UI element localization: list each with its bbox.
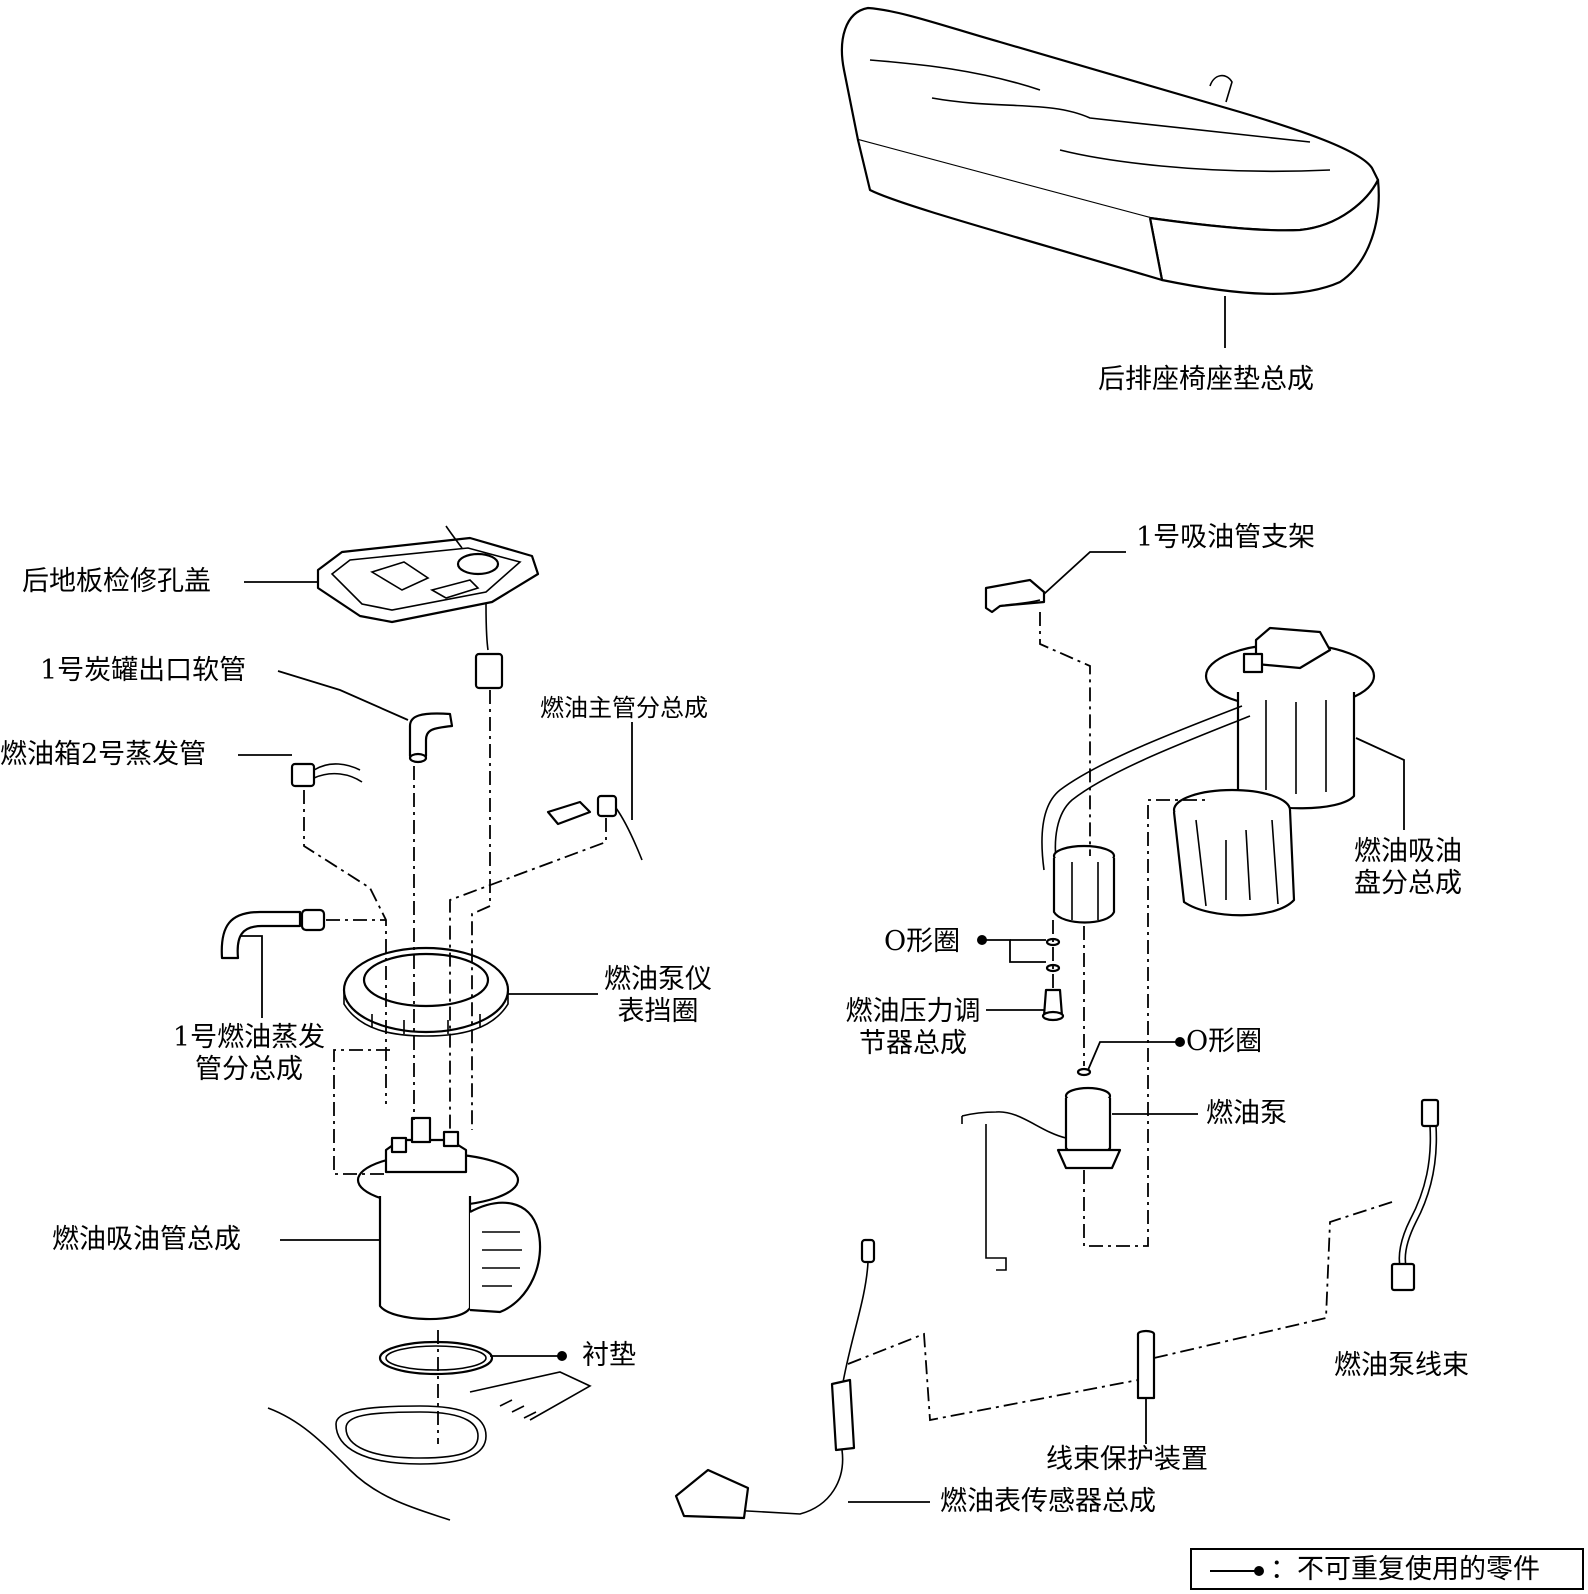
- service-hole-cover-drawing: [316, 525, 540, 690]
- vapor-tube-connector-drawing: [290, 762, 363, 788]
- pressure-regulator-drawing: [1041, 937, 1092, 1077]
- legend-box: ：不可重复使用的零件: [1190, 1548, 1584, 1590]
- fuel-suction-plate-drawing: [1204, 626, 1376, 810]
- non-reusable-part-symbol: [1210, 1566, 1264, 1576]
- label-fuel-pump: 燃油泵: [1206, 1098, 1287, 1129]
- suction-tube-support-drawing: [984, 578, 1046, 614]
- assembly-lines-left: [303, 690, 607, 1444]
- legend-text: ：不可重复使用的零件: [1270, 1554, 1540, 1585]
- assembly-lines-right: [847, 612, 1393, 1422]
- label-fuel-pump-harness: 燃油泵线束: [1334, 1350, 1469, 1381]
- fuel-main-tube-drawing: [546, 794, 643, 861]
- label-harness-protector: 线束保护装置: [1046, 1444, 1208, 1475]
- label-fuel-suction-plate-sub-assy: 燃油吸油盘分总成: [1354, 836, 1462, 899]
- fuel-sender-gauge-drawing: [674, 1238, 876, 1520]
- leader-lines: [238, 551, 1405, 1503]
- label-gasket: 衬垫: [582, 1340, 636, 1371]
- gasket-drawing: [378, 1340, 494, 1376]
- label-rear-seat-cushion: 后排座椅座垫总成: [1098, 364, 1314, 395]
- label-fuel-sender-gauge-assy: 燃油表传感器总成: [940, 1486, 1156, 1517]
- filter-housing-drawing: [1052, 844, 1116, 924]
- label-fuel-pressure-regulator-assy: 燃油压力调节器总成: [845, 996, 981, 1059]
- label-no1-fuel-vapor-tube-sub-assy: 1号燃油蒸发管分总成: [172, 1022, 326, 1085]
- fuel-suction-tube-assy-drawing: [356, 1116, 542, 1321]
- label-rear-floor-service-hole-cover: 后地板检修孔盖: [22, 566, 211, 597]
- label-o-ring-upper: O形圈: [884, 926, 961, 957]
- label-o-ring-lower: O形圈: [1186, 1026, 1263, 1057]
- tank-floor-drawing: [267, 1371, 592, 1521]
- label-fuel-suction-tube-assy: 燃油吸油管总成: [52, 1224, 241, 1255]
- vapor-tube-sub-assy-drawing: [220, 908, 326, 960]
- canister-outlet-hose-drawing: [408, 712, 454, 764]
- label-no1-suction-tube-support: 1号吸油管支架: [1136, 522, 1316, 553]
- label-fuel-main-tube-sub-assy: 燃油主管分总成: [540, 694, 708, 722]
- harness-protector-drawing: [1136, 1329, 1156, 1400]
- label-no1-canister-outlet-hose: 1号炭罐出口软管: [40, 655, 247, 686]
- fuel-pump-harness-drawing: [1390, 1098, 1440, 1292]
- fuel-pump-drawing: [961, 1086, 1122, 1271]
- fuel-filter-cup-drawing: [1172, 788, 1296, 917]
- label-fuel-tank-no2-vapor-tube: 燃油箱2号蒸发管: [0, 739, 207, 770]
- gauge-retainer-drawing: [342, 946, 510, 1037]
- rear-seat-cushion-drawing: [840, 6, 1380, 348]
- label-fuel-pump-gauge-retainer: 燃油泵仪表挡圈: [604, 964, 712, 1027]
